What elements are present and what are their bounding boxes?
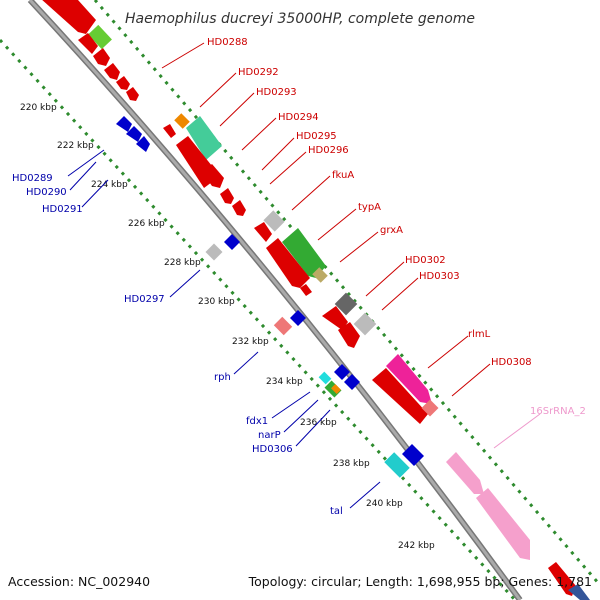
kbp-label: 238 kbp [333,459,370,469]
gene-arrow [266,238,310,288]
gene-arrow [334,364,350,380]
gene-box [174,113,190,129]
kbp-scale: 220 kbp 222 kbp 224 kbp 226 kbp 228 kbp … [20,103,435,551]
kbp-label: 220 kbp [20,103,57,113]
gene-label-narP: narP [258,430,281,441]
reverse-gene-labels [67,149,381,509]
gene-arrow [386,354,432,404]
gene-label-HD0290: HD0290 [26,187,67,198]
gene-label-16SrRNA_2: 16SrRNA_2 [530,406,586,417]
gene-box [312,267,328,283]
kbp-label: 232 kbp [232,337,269,347]
gene-arrow [338,322,360,348]
gene-label-HD0303: HD0303 [419,271,460,282]
gene-label-rph: rph [214,372,231,383]
gene-arrow [78,33,98,54]
genome-backbone [27,0,523,600]
gene-arrow [42,0,96,34]
kbp-label: 226 kbp [128,219,165,229]
gene-arrow [93,48,110,66]
gene-label-grxA: grxA [380,225,403,236]
gene-box [273,316,293,336]
gene-label-rlmL: rlmL [468,329,491,340]
gene-arrow [232,200,246,216]
gene-label-HD0308: HD0308 [491,357,532,368]
inner-tick-track [0,38,517,600]
kbp-label: 240 kbp [366,499,403,509]
gene-label-HD0288: HD0288 [207,37,248,48]
gene-arrow [344,374,360,390]
reverse-strand-genes [116,116,424,478]
gene-box [263,210,285,232]
kbp-label: 222 kbp [57,141,94,151]
gene-box [205,243,223,261]
gene-label-HD0294: HD0294 [278,112,319,123]
gene-arrow [163,124,176,138]
gene-arrow [254,222,272,242]
gene-label-tal: tal [330,506,343,517]
kbp-label: 236 kbp [300,418,337,428]
rrna-arrow [446,452,484,494]
gene-arrow [202,164,224,188]
gene-arrow [372,368,428,424]
gene-label-HD0293: HD0293 [256,87,297,98]
gene-box [334,292,358,316]
gene-arrow [104,63,120,80]
forward-gene-labels [161,42,541,449]
gene-arrow [126,87,139,101]
rrna-arrow [476,488,530,560]
forward-strand-genes [42,0,590,600]
kbp-label: 228 kbp [164,258,201,268]
gene-arrow [322,306,348,330]
gene-label-HD0295: HD0295 [296,131,337,142]
accession-text: Accession: NC_002940 [8,574,150,589]
outer-tick-track [93,0,600,586]
gene-arrow [126,126,142,142]
gene-label-HD0289: HD0289 [12,173,53,184]
topology-text: Topology: circular; Length: 1,698,955 bp… [248,574,592,589]
gene-arrow [116,116,132,132]
gene-label-HD0306: HD0306 [252,444,293,455]
kbp-label: 242 kbp [398,541,435,551]
gene-box [318,371,332,385]
gene-box [331,384,341,394]
gene-arrow [300,284,312,296]
gene-label-HD0292: HD0292 [238,67,279,78]
gene-label-typA: typA [358,202,381,213]
kbp-label: 234 kbp [266,377,303,387]
gene-label-fdx1: fdx1 [246,416,268,427]
gene-arrow [136,136,150,152]
gene-arrow [282,228,326,278]
gene-label-fkuA: fkuA [332,170,354,181]
gene-arrow [402,444,424,466]
kbp-label: 224 kbp [91,180,128,190]
gene-arrow [186,116,222,160]
kbp-label: 230 kbp [198,297,235,307]
map-title: Haemophilus ducreyi 35000HP, complete ge… [125,11,475,27]
gene-label-HD0297: HD0297 [124,294,165,305]
gene-arrow [220,188,234,204]
gene-box [88,24,112,50]
gene-arrow [548,562,576,596]
gene-arrow [568,584,590,600]
gene-box [353,312,377,336]
gene-box [384,452,410,478]
gene-arrow [224,234,240,250]
gene-label-HD0291: HD0291 [42,204,83,215]
gene-box [421,399,439,417]
gene-label-HD0302: HD0302 [405,255,446,266]
gene-arrow [116,76,130,90]
gene-arrow [290,310,306,326]
gene-label-HD0296: HD0296 [308,145,349,156]
